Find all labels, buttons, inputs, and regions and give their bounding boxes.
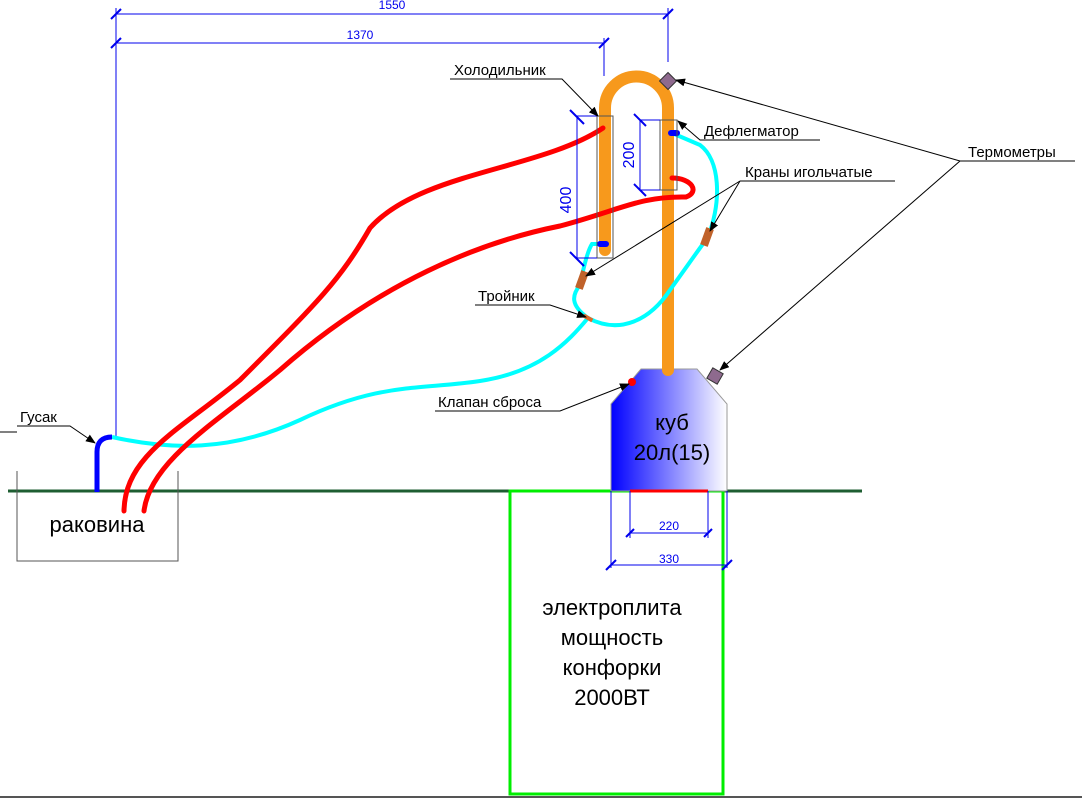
thermometers-label: Термометры — [968, 144, 1056, 161]
dimension-330 — [605, 491, 733, 571]
dimension-1370-label: 1370 — [347, 28, 374, 42]
dimension-400-label: 400 — [558, 187, 575, 214]
needle-valve-dephlegmator[interactable] — [700, 227, 714, 247]
stove-line-1: электроплита — [542, 595, 682, 620]
dimension-200 — [633, 113, 660, 197]
sink-label: раковина — [50, 512, 146, 537]
dimension-200-label: 200 — [621, 142, 638, 169]
dephlegmator-hot-hose — [141, 175, 696, 514]
stove-line-4: 2000ВТ — [574, 685, 650, 710]
dephlegmator-jacket — [659, 119, 678, 191]
cold-water-supply-hose — [111, 316, 590, 448]
stove-line-3: конфорки — [563, 655, 662, 680]
dimension-330-label: 330 — [659, 552, 679, 566]
dimension-220-label: 220 — [659, 519, 679, 533]
gooseneck-label: Гусак — [20, 409, 57, 426]
vapor-tube — [599, 70, 674, 376]
cooler-jacket — [596, 115, 614, 259]
dimension-1370 — [110, 8, 610, 436]
relief-valve-label: Клапан сброса — [438, 394, 542, 411]
sink — [16, 471, 179, 562]
needle-valves-label: Краны игольчатые — [745, 164, 873, 181]
cooler-label: Холодильник — [454, 62, 546, 79]
cube-label-1: куб — [655, 410, 689, 435]
dimension-1550 — [110, 8, 674, 62]
leader-lines — [0, 78, 1075, 444]
dimension-1550-label: 1550 — [379, 0, 406, 12]
stove-line-2: мощность — [561, 625, 663, 650]
dimension-400 — [569, 109, 597, 267]
cooler-hot-hose — [121, 125, 606, 514]
relief-valve — [628, 378, 636, 386]
cube-label-2: 20л(15) — [634, 440, 710, 465]
thermometer-top — [658, 71, 678, 91]
needle-valve-cooler[interactable] — [575, 270, 589, 290]
dephlegmator-cold-hose — [587, 131, 719, 328]
tee-label: Тройник — [478, 288, 535, 305]
dimension-220 — [625, 491, 713, 538]
dephlegmator-label: Дефлегматор — [704, 123, 799, 140]
thermometer-cube — [706, 367, 724, 385]
gooseneck-faucet — [94, 434, 113, 492]
